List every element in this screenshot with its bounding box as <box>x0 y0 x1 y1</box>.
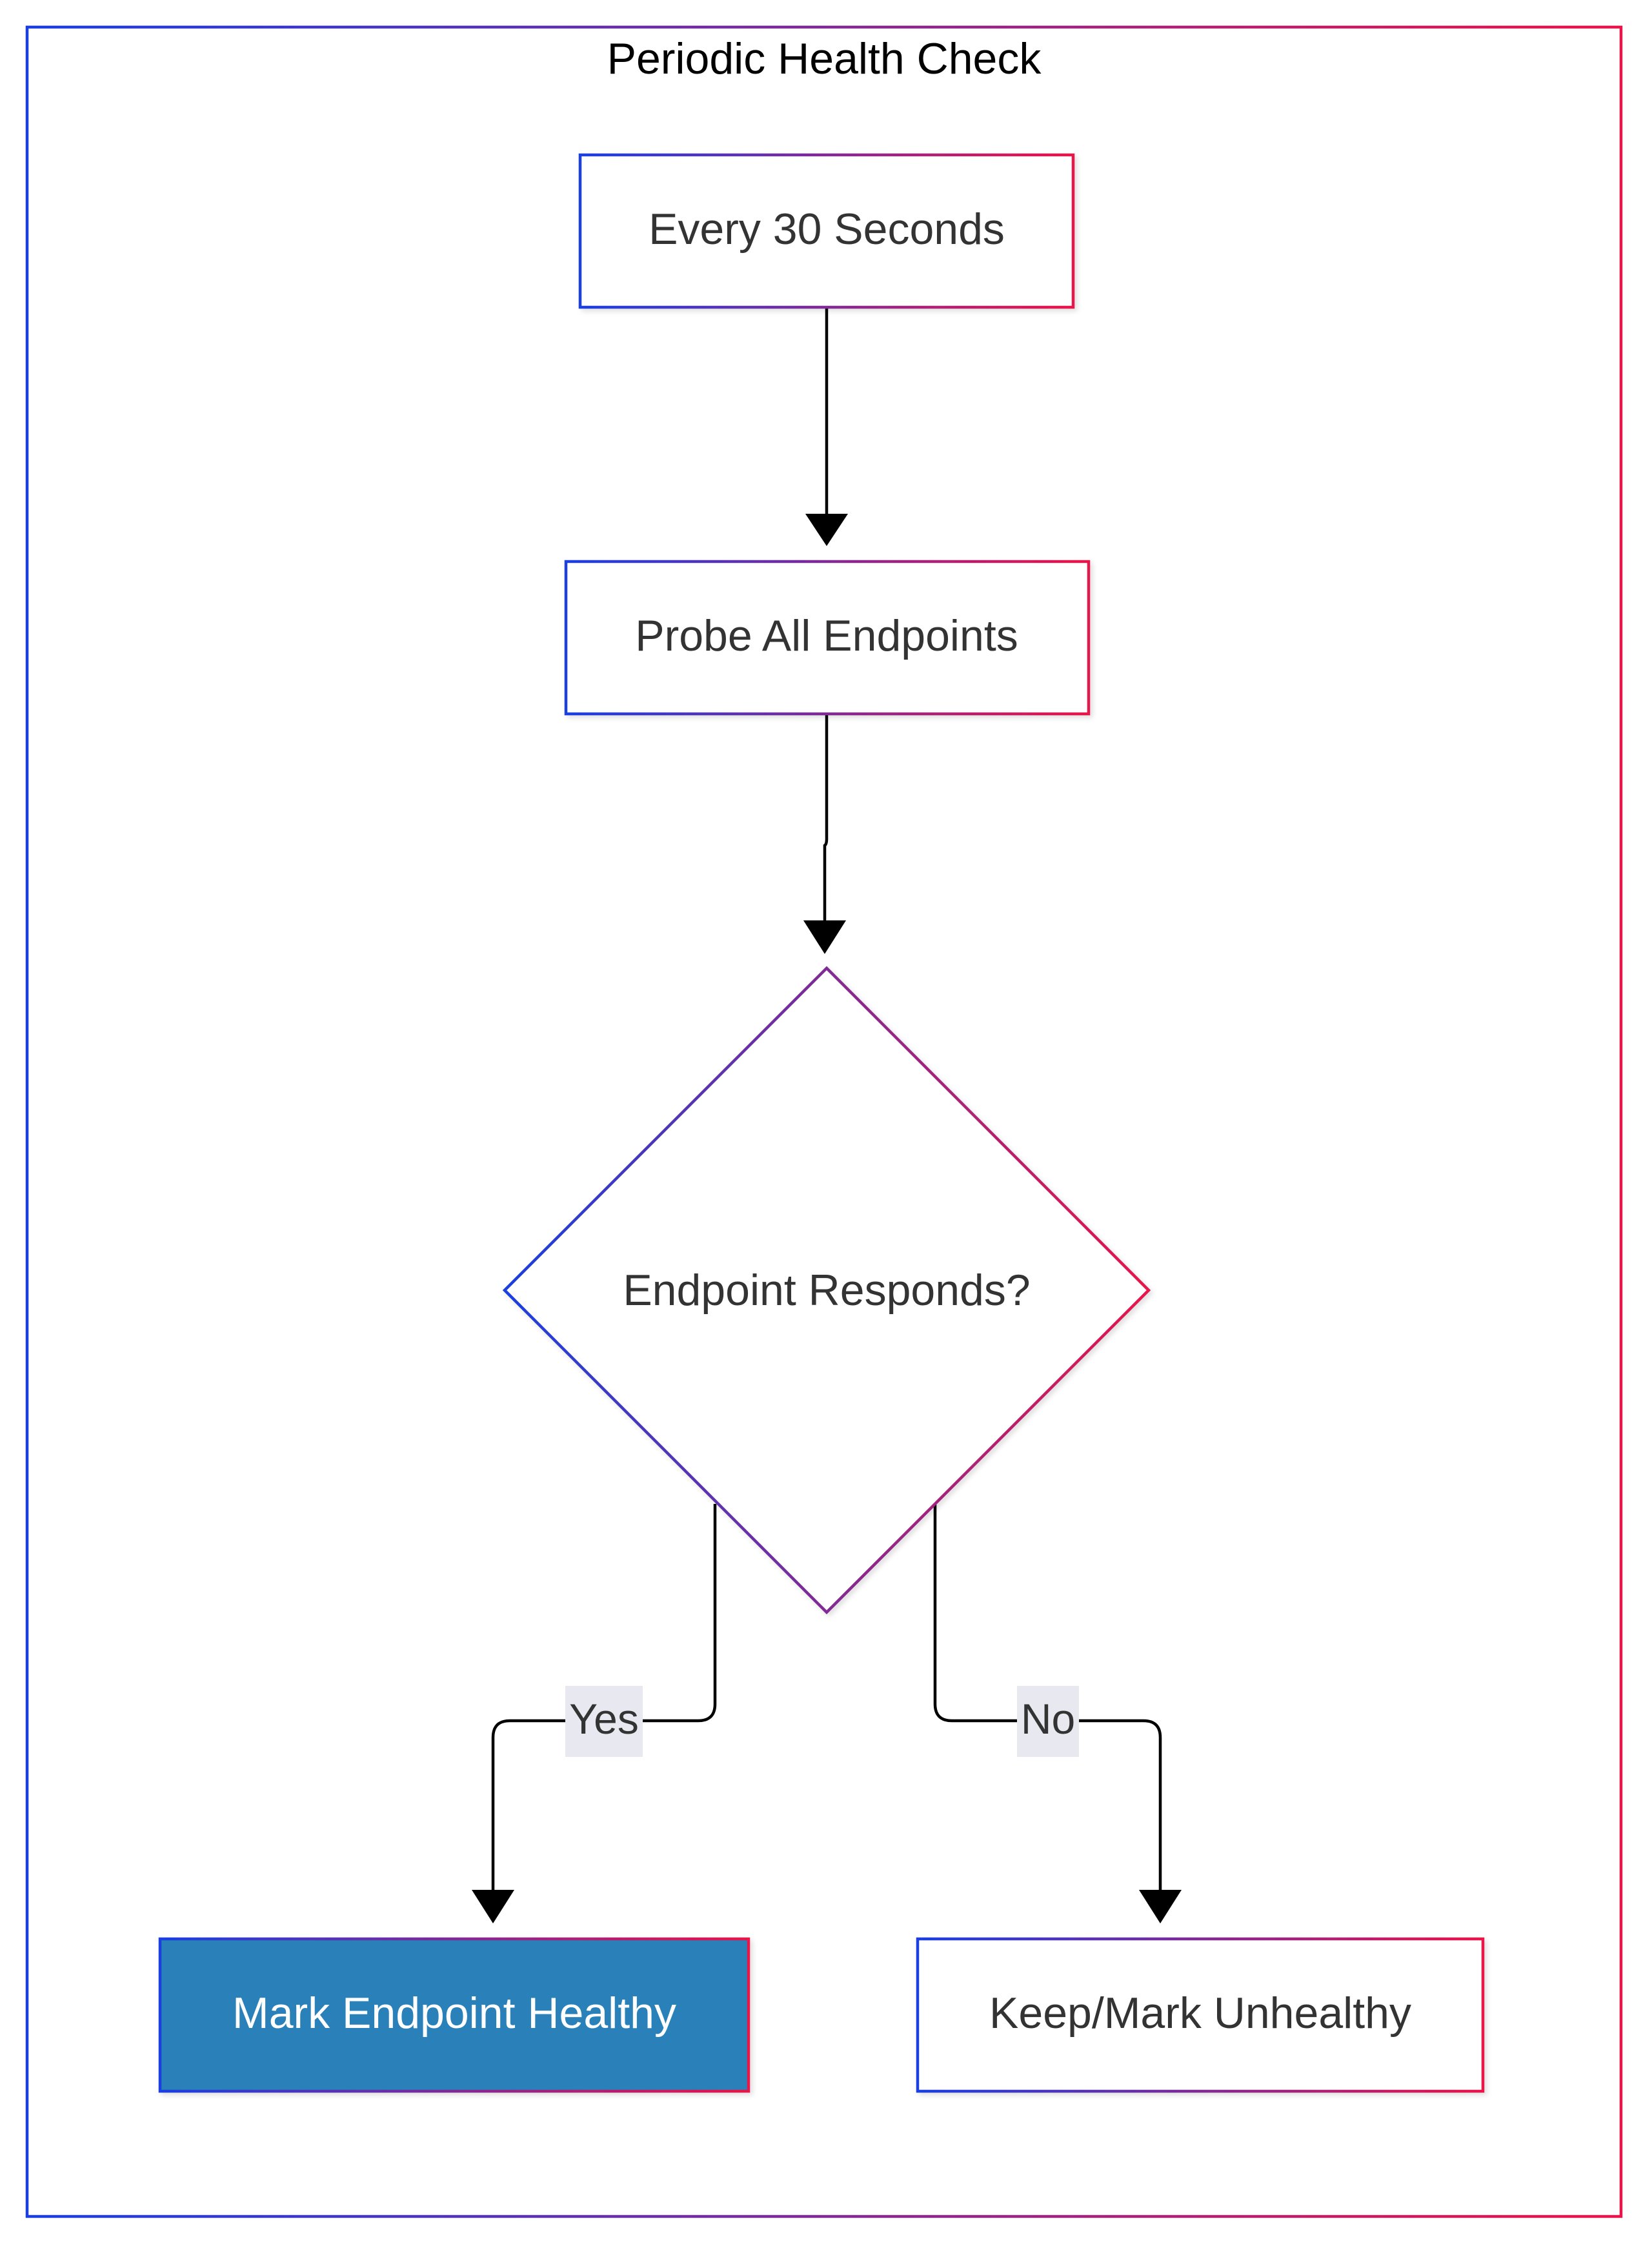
node-keep-mark-unhealthy[interactable]: Keep/Mark Unhealthy <box>916 1937 1485 2093</box>
node-mark-endpoint-healthy[interactable]: Mark Endpoint Healthy <box>158 1937 750 2093</box>
edge-probe-to-decision-arrowhead <box>803 920 846 954</box>
node-probe-all-endpoints-label: Probe All Endpoints <box>635 611 1018 660</box>
edge-label-no: No <box>1017 1686 1079 1757</box>
edge-timer-to-probe-arrowhead <box>805 514 848 546</box>
decision-endpoint-responds[interactable]: Endpoint Responds? <box>502 966 1151 1615</box>
node-mark-endpoint-healthy-label: Mark Endpoint Healthy <box>232 1989 676 2038</box>
node-keep-mark-unhealthy-label: Keep/Mark Unhealthy <box>989 1989 1411 2038</box>
edge-decision-to-unhealthy-arrowhead <box>1139 1890 1182 1923</box>
edge-label-no-text: No <box>1021 1695 1075 1743</box>
edge-label-yes: Yes <box>565 1686 643 1757</box>
node-every-30-seconds[interactable]: Every 30 Seconds <box>578 153 1075 309</box>
decision-endpoint-responds-label: Endpoint Responds? <box>623 1266 1030 1315</box>
edge-decision-to-healthy-arrowhead <box>472 1890 514 1923</box>
edge-probe-to-decision <box>823 714 829 923</box>
edge-label-yes-text: Yes <box>569 1695 639 1743</box>
node-every-30-seconds-label: Every 30 Seconds <box>649 205 1005 254</box>
node-probe-all-endpoints[interactable]: Probe All Endpoints <box>564 560 1091 716</box>
cluster-title: Periodic Health Check <box>607 34 1042 83</box>
